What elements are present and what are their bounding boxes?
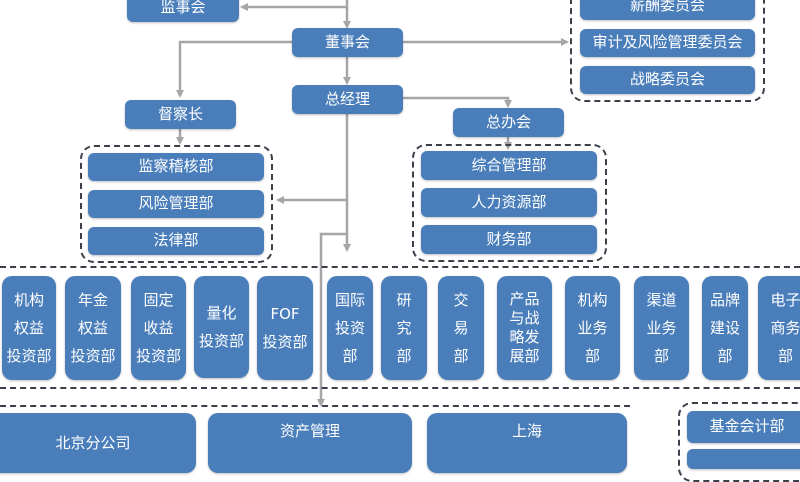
bottom-right-box-partial: [687, 449, 800, 469]
shanghai-label: 上海: [511, 422, 542, 440]
dept-general-management[interactable]: 综合管理部: [421, 151, 597, 180]
business-dept[interactable]: 机构 权益 投资部: [2, 276, 56, 380]
connector-to-chief-inspector: [176, 40, 292, 98]
committee-compensation[interactable]: 薪酬委员会: [580, 0, 755, 20]
asset-management-label: 资产管理: [279, 422, 340, 440]
shanghai-box[interactable]: 上海: [427, 413, 627, 473]
business-dept[interactable]: 国际 投资 部: [327, 276, 373, 380]
dept-human-resources[interactable]: 人力资源部: [421, 188, 597, 217]
general-manager-box[interactable]: 总经理: [292, 85, 403, 114]
connector-lines: [176, 0, 569, 407]
business-row-top-border: [0, 266, 800, 268]
business-dept[interactable]: 固定 收益 投资部: [131, 276, 186, 380]
connector-to-supervisory-board: [240, 0, 349, 11]
business-dept[interactable]: 渠道 业务 部: [634, 276, 689, 380]
asset-management-box[interactable]: 资产管理: [208, 413, 412, 473]
fund-accounting-box[interactable]: 基金会计部: [687, 411, 800, 443]
business-dept[interactable]: 交 易 部: [438, 276, 484, 380]
beijing-branch-label: 北京分公司: [55, 434, 131, 452]
dept-legal[interactable]: 法律部: [88, 227, 264, 255]
business-dept[interactable]: 电子 商务 部: [758, 276, 800, 380]
dept-risk-management[interactable]: 风险管理部: [88, 190, 264, 218]
business-dept[interactable]: 量化 投资部: [194, 276, 249, 378]
office-departments-group: [412, 144, 607, 262]
general-office-box[interactable]: 总办会: [453, 108, 564, 137]
business-dept[interactable]: 年金 权益 投资部: [65, 276, 121, 380]
dept-inspection-audit[interactable]: 监察稽核部: [88, 153, 264, 181]
committee-strategy[interactable]: 战略委员会: [580, 66, 755, 94]
connector-to-general-office: [403, 96, 512, 108]
chief-inspector-box[interactable]: 督察长: [125, 100, 236, 129]
bottom-row-top-border: [0, 405, 630, 407]
connector-to-bottom: [317, 232, 347, 407]
business-dept[interactable]: 产品 与战 略发 展部: [497, 276, 552, 380]
inspector-departments-group: [80, 145, 273, 263]
committee-audit-risk[interactable]: 审计及风险管理委员会: [580, 29, 755, 57]
board-of-directors-box[interactable]: 董事会: [292, 28, 403, 57]
supervisory-board-box[interactable]: 监事会: [127, 0, 239, 22]
business-row-bottom-border: [0, 387, 800, 389]
business-dept[interactable]: 机构 业务 部: [565, 276, 620, 380]
business-dept[interactable]: FOF 投资部: [257, 276, 313, 380]
beijing-branch-box[interactable]: 北京分公司: [0, 413, 196, 473]
committees-group: [570, 0, 765, 102]
dept-finance[interactable]: 财务部: [421, 225, 597, 254]
business-dept[interactable]: 研 究 部: [381, 276, 427, 380]
business-dept[interactable]: 品牌 建设 部: [702, 276, 748, 380]
